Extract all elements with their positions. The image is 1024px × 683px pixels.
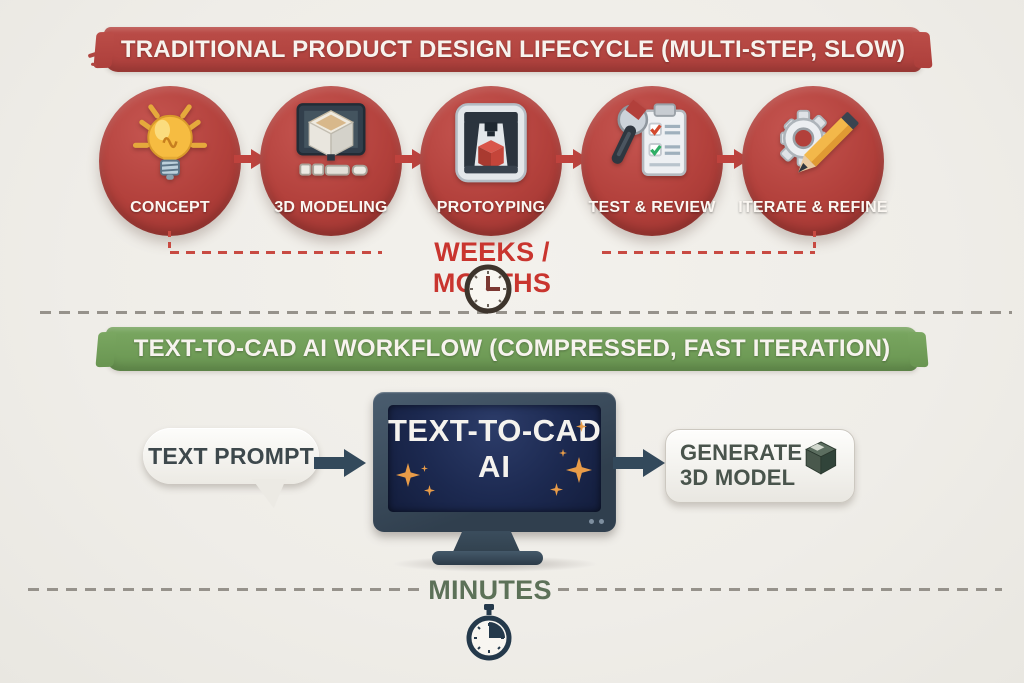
text-prompt-label: TEXT PROMPT xyxy=(148,442,314,469)
arrow-right-icon xyxy=(717,147,751,171)
clock-icon xyxy=(463,263,513,315)
step-test-review: TEST & REVIEW xyxy=(581,86,723,236)
bracket-right-vertical xyxy=(813,231,816,253)
lightbulb-icon xyxy=(124,98,216,190)
monitor-text-line1: TEXT-TO-CAD xyxy=(388,413,601,448)
arrow-right-icon xyxy=(234,147,268,171)
generate-model-label: GENERATE 3D MODEL xyxy=(680,441,802,490)
sparkle-icon xyxy=(421,465,428,472)
section-divider xyxy=(40,311,1012,314)
wrench-checklist-icon xyxy=(606,98,698,190)
minutes-dash-left xyxy=(28,588,422,591)
step-label: ITERATE & REFINE xyxy=(738,199,888,216)
ai-banner-title: TEXT-TO-CAD AI WORKFLOW (COMPRESSED, FAS… xyxy=(133,335,891,362)
ai-duration-label: MINUTES xyxy=(428,575,552,605)
monitor-stand-base xyxy=(432,551,543,565)
bracket-left-horizontal xyxy=(170,251,382,254)
brush-speck xyxy=(87,51,98,59)
monitor-screen: TEXT-TO-CAD AI xyxy=(388,405,601,512)
generate-model-box: GENERATE 3D MODEL xyxy=(665,429,855,503)
cube-3d-icon xyxy=(802,439,840,493)
arrow-right-icon xyxy=(556,147,590,171)
arrow-right-icon xyxy=(395,147,429,171)
sparkle-icon xyxy=(559,449,567,457)
speech-bubble-tail xyxy=(252,479,286,508)
traditional-banner: TRADITIONAL PRODUCT DESIGN LIFECYCLE (MU… xyxy=(87,27,922,72)
generate-label-line1: GENERATE xyxy=(680,440,803,466)
step-3d-modeling: 3D MODELING xyxy=(260,86,402,236)
stopwatch-icon xyxy=(464,603,514,665)
ai-monitor: TEXT-TO-CAD AI xyxy=(373,392,616,532)
brush-speck xyxy=(90,62,98,67)
monitor-led xyxy=(589,519,594,524)
ai-banner: TEXT-TO-CAD AI WORKFLOW (COMPRESSED, FAS… xyxy=(106,327,918,371)
arrow-prompt-to-ai-icon xyxy=(314,447,368,479)
generate-label-line2: 3D MODEL xyxy=(680,465,796,490)
monitor-stand-neck xyxy=(453,531,520,552)
step-concept: CONCEPT xyxy=(99,86,241,236)
gear-pencil-icon xyxy=(767,98,859,190)
monitor-led xyxy=(599,519,604,524)
step-prototyping: PROTOYPING xyxy=(420,86,562,236)
bracket-right-horizontal xyxy=(602,251,815,254)
sparkle-icon xyxy=(424,485,435,496)
text-prompt-bubble: TEXT PROMPT xyxy=(143,428,319,484)
cad-monitor-icon xyxy=(285,98,377,190)
step-iterate-refine: ITERATE & REFINE xyxy=(738,86,888,236)
step-label: TEST & REVIEW xyxy=(588,199,716,216)
traditional-banner-title: TRADITIONAL PRODUCT DESIGN LIFECYCLE (MU… xyxy=(120,35,906,63)
sparkle-icon xyxy=(576,421,587,432)
step-label: CONCEPT xyxy=(130,199,210,216)
minutes-dash-right xyxy=(558,588,1002,591)
printer-3d-icon xyxy=(445,98,537,190)
step-label: 3D MODELING xyxy=(274,199,388,216)
step-label: PROTOYPING xyxy=(436,199,546,216)
monitor-text-line2: AI xyxy=(478,449,511,484)
bracket-left-vertical xyxy=(168,231,171,253)
arrow-ai-to-model-icon xyxy=(613,447,667,479)
